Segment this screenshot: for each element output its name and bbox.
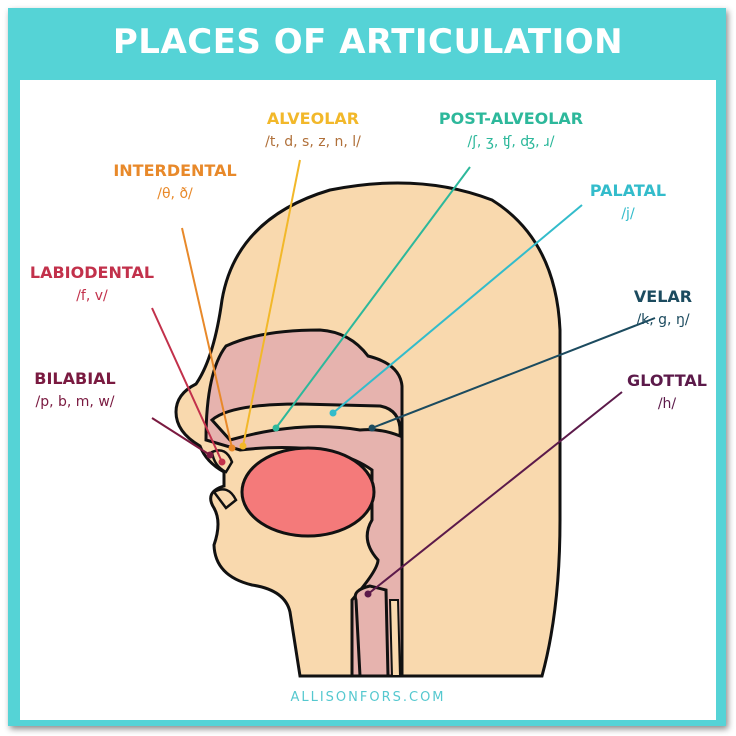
place-name: LABIODENTAL [29,263,155,282]
place-ipa: /f, v/ [76,288,108,304]
place-name: INTERDENTAL [113,161,237,180]
label-glottal: GLOTTAL /h/ [627,371,707,412]
page-title: PLACES OF ARTICULATION [112,22,624,62]
label-post-alveolar: POST-ALVEOLAR /ʃ, ʒ, ʧ, ʤ, ɹ/ [439,109,583,150]
velar-pointer [371,317,656,429]
place-ipa: /h/ [657,396,677,412]
pointer-dots [206,409,376,598]
label-interdental: INTERDENTAL /θ, ð/ [113,161,236,202]
alveolar-pointer [242,159,301,447]
place-name: ALVEOLAR [266,109,360,128]
place-ipa: /t, d, s, z, n, l/ [265,134,361,150]
place-name: GLOTTAL [627,371,707,390]
place-ipa: /p, b, m, w/ [35,394,115,410]
place-name: BILABIAL [34,369,116,388]
label-labiodental: LABIODENTAL /f, v/ [30,263,154,304]
place-name: POST-ALVEOLAR [438,109,584,128]
post-alveolar-pointer [275,166,471,429]
label-bilabial: BILABIAL /p, b, m, w/ [34,369,115,410]
label-palatal: PALATAL /j/ [590,181,666,222]
trachea [353,584,390,678]
label-velar: VELAR /k, g, ŋ/ [634,287,692,328]
labiodental-pointer [151,307,223,463]
esophagus [388,599,402,677]
tongue [240,446,376,538]
place-ipa: /ʃ, ʒ, ʧ, ʤ, ɹ/ [467,134,555,150]
lips [210,449,238,510]
website-credit: ALLISONFORS.COM [290,690,446,705]
pointer-lines [151,159,656,595]
place-name: VELAR [633,287,693,306]
place-name: PALATAL [589,181,667,200]
place-ipa: /θ, ð/ [157,186,193,202]
glottal-pointer [367,391,623,595]
bilabial-pointer [151,417,211,456]
hard-palate [209,402,402,442]
place-ipa: /j/ [621,206,635,222]
place-ipa: /k, g, ŋ/ [636,312,690,328]
label-alveolar: ALVEOLAR /t, d, s, z, n, l/ [265,109,361,150]
interdental-pointer [181,227,233,449]
palatal-pointer [332,204,583,414]
